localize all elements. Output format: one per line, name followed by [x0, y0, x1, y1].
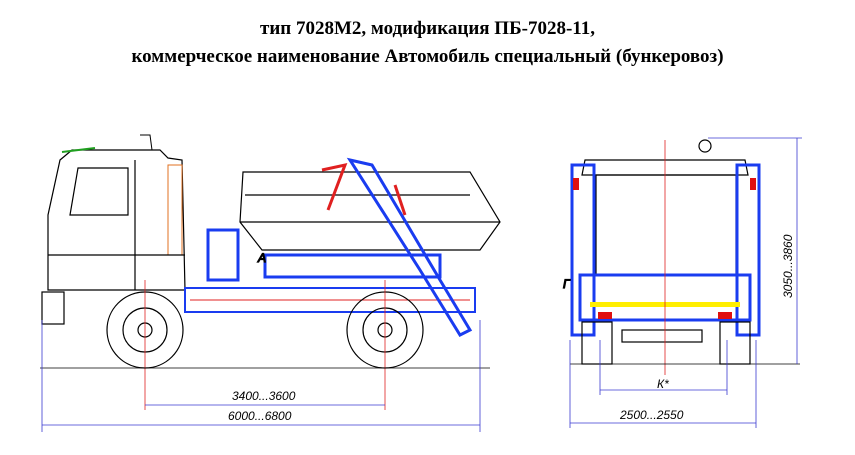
dim-width: 2500...2550 — [619, 408, 684, 422]
title-line-2: коммерческое наименование Автомобиль спе… — [131, 46, 724, 67]
tail-lamp-right — [718, 312, 732, 319]
subframe — [263, 253, 442, 279]
label-g: Г — [563, 277, 571, 291]
dim-height: 3050...3860 — [781, 234, 795, 298]
dim-length: 6000...6800 — [228, 409, 292, 423]
title-line-1: тип 7028М2, модификация ПБ-7028-11, — [260, 18, 595, 39]
label-a: А — [257, 251, 266, 265]
dim-wheelbase: 3400...3600 — [232, 389, 296, 403]
tail-lamp-left — [598, 312, 612, 319]
cab — [47, 149, 186, 291]
rear-dimensions — [569, 137, 802, 428]
cab-window — [69, 167, 129, 216]
side-view: А — [40, 134, 501, 410]
lift-arm — [346, 157, 473, 337]
dim-track: К* — [657, 377, 669, 391]
skip-container — [239, 171, 501, 251]
side-dimensions — [41, 320, 481, 432]
rear-view: Г — [562, 139, 800, 375]
